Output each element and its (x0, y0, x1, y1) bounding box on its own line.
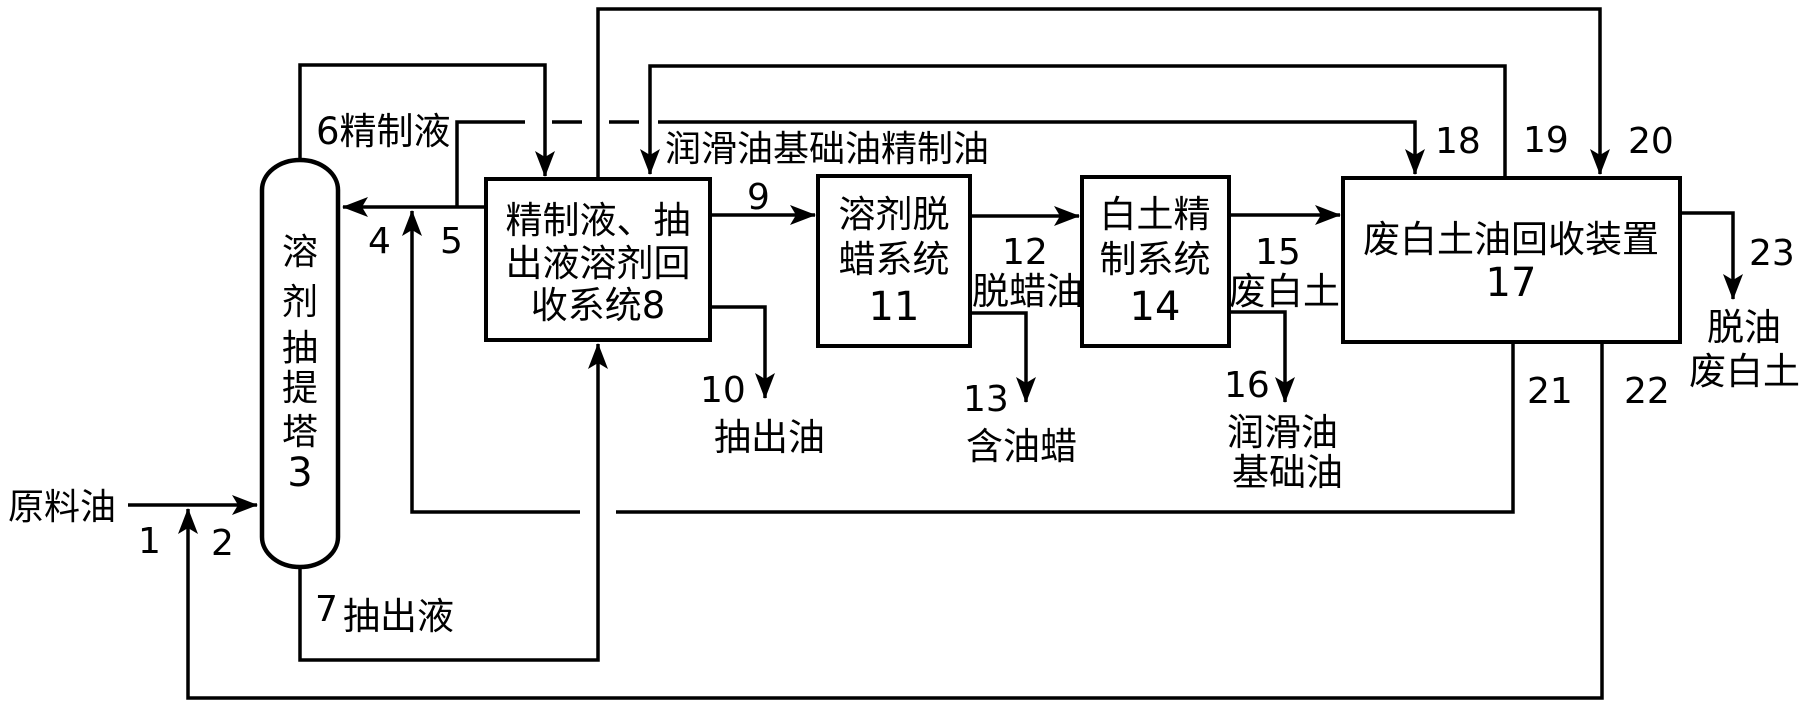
base-oil-label-line-1: 润滑油 (1227, 411, 1338, 454)
solvent-recovery-system-box (484, 177, 712, 342)
solvent-extraction-tower (259, 157, 341, 570)
oily-wax-label: 含油蜡 (966, 425, 1077, 468)
stream-7-number: 7 (315, 589, 338, 630)
solvent-dewaxing-system-box (816, 174, 972, 348)
waste-clay-box-title: 废白土油回收装置 (1363, 218, 1659, 261)
dewaxing-box-line-2: 蜡系统 (839, 238, 950, 281)
stream-20-line (596, 7, 1610, 179)
feed-oil-label: 原料油 (8, 487, 116, 528)
stream-13-line (970, 311, 1036, 403)
stream-2-number: 2 (211, 523, 234, 564)
stream-22-number: 22 (1624, 371, 1670, 412)
tower-label-char-5: 塔 (282, 412, 318, 453)
stream-7-line (298, 343, 608, 662)
stream-21-number: 21 (1527, 371, 1573, 412)
clay-box-line-2: 制系统 (1100, 238, 1211, 281)
dewaxed-oil-label: 脱蜡油 (972, 270, 1083, 313)
waste-clay-box-number: 17 (1486, 260, 1537, 306)
dewaxing-box-line-1: 溶剂脱 (839, 193, 950, 236)
stream-1-number: 1 (138, 521, 161, 562)
stream-15-number: 15 (1255, 232, 1301, 273)
waste-clay-stream-label: 废白土 (1229, 270, 1340, 313)
stream-10-number: 10 (700, 370, 746, 411)
waste-clay-oil-recovery-box (1341, 176, 1682, 344)
stream-21-line (616, 342, 1515, 514)
stream-10-line (710, 305, 775, 399)
stream-16-number: 16 (1224, 365, 1270, 406)
stream-5-number: 5 (440, 221, 463, 262)
stream-19-number: 19 (1523, 120, 1569, 161)
extract-oil-label: 抽出油 (714, 416, 825, 459)
stream-18-line-end (658, 120, 1425, 175)
stream-22-2-recycle-line (178, 342, 1604, 700)
tower-number: 3 (287, 450, 312, 496)
stream-18-line-start (455, 120, 525, 207)
stream-5-line (402, 210, 580, 514)
clay-refining-system-box (1080, 175, 1231, 348)
dewaxing-box-number: 11 (869, 284, 920, 330)
stream-12-number: 12 (1002, 232, 1048, 273)
stream-4-number: 4 (368, 221, 391, 262)
tower-label-char-2: 剂 (282, 282, 318, 323)
stream-9-number: 9 (747, 177, 770, 218)
stream-23-line (1680, 211, 1743, 300)
stream-6-refined-liquid-label: 6精制液 (316, 110, 451, 153)
base-oil-label-line-2: 基础油 (1232, 451, 1343, 494)
stream-23-number: 23 (1749, 233, 1795, 274)
stream-6-line (298, 63, 555, 177)
tower-label-char-1: 溶 (282, 232, 318, 273)
deoiled-clay-label-line-1: 脱油 (1707, 306, 1781, 349)
stream-18-number: 18 (1435, 121, 1481, 162)
stream-16-line (1229, 310, 1295, 403)
stream-20-number: 20 (1628, 121, 1674, 162)
stream-13-number: 13 (963, 379, 1009, 420)
tower-label-char-3: 抽 (282, 328, 318, 369)
clay-box-number: 14 (1130, 284, 1181, 330)
recovery-box-line-1: 精制液、抽 (506, 199, 691, 242)
recovery-box-line-2: 出液溶剂回 (506, 242, 691, 285)
recovery-box-line-3: 收系统8 (531, 284, 666, 327)
stream-19-line (640, 64, 1507, 177)
extract-liquid-label: 抽出液 (343, 595, 454, 638)
deoiled-clay-label-line-2: 废白土 (1689, 350, 1800, 393)
clay-box-line-1: 白土精 (1100, 193, 1211, 236)
tower-label-char-4: 提 (282, 368, 318, 409)
refined-base-oil-label: 润滑油基础油精制油 (665, 129, 989, 170)
